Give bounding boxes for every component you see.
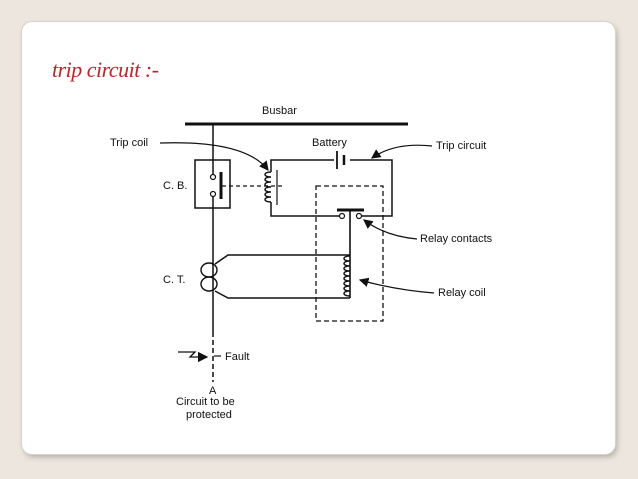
relay-contacts-pointer (363, 219, 418, 240)
point-a-label: A (209, 385, 217, 397)
protected-label-line1: Circuit to be (176, 396, 235, 408)
fault-symbol (178, 351, 209, 363)
relay-contacts-label: Relay contacts (420, 233, 493, 245)
ct-label: C. T. (163, 274, 185, 286)
trip-coil-pointer (159, 142, 269, 171)
relay-contact-right (355, 212, 363, 220)
slide-title: trip circuit :- (52, 57, 159, 82)
ct-ring-upper (200, 262, 218, 278)
fault-label: Fault (225, 351, 249, 363)
trip-circuit-right-wire (350, 159, 393, 217)
trip-circuit-pointer (371, 144, 433, 159)
relay-coil (343, 255, 351, 297)
cb-label: C. B. (163, 180, 187, 192)
ct-secondary-top (214, 254, 350, 265)
relay-contact-left (338, 212, 346, 220)
trip-circuit-label: Trip circuit (436, 140, 486, 152)
protected-label-line2: protected (186, 409, 232, 421)
ct-secondary-bottom (214, 290, 350, 299)
trip-coil (264, 171, 272, 203)
busbar-label: Busbar (262, 105, 297, 117)
relay-coil-pointer (358, 277, 435, 294)
circuit-breaker-contact-bottom (209, 190, 217, 198)
slide-panel: trip circuit :- (22, 22, 615, 454)
relay-coil-label: Relay coil (438, 287, 486, 299)
trip-circuit-bottom-wire (270, 202, 340, 217)
trip-circuit-top-wire (270, 159, 334, 172)
trip-coil-label: Trip coil (110, 137, 148, 149)
circuit-breaker-contact-top (209, 173, 217, 181)
relay-enclosure (315, 185, 384, 322)
ct-ring-lower (200, 276, 218, 292)
battery-label: Battery (312, 137, 347, 149)
